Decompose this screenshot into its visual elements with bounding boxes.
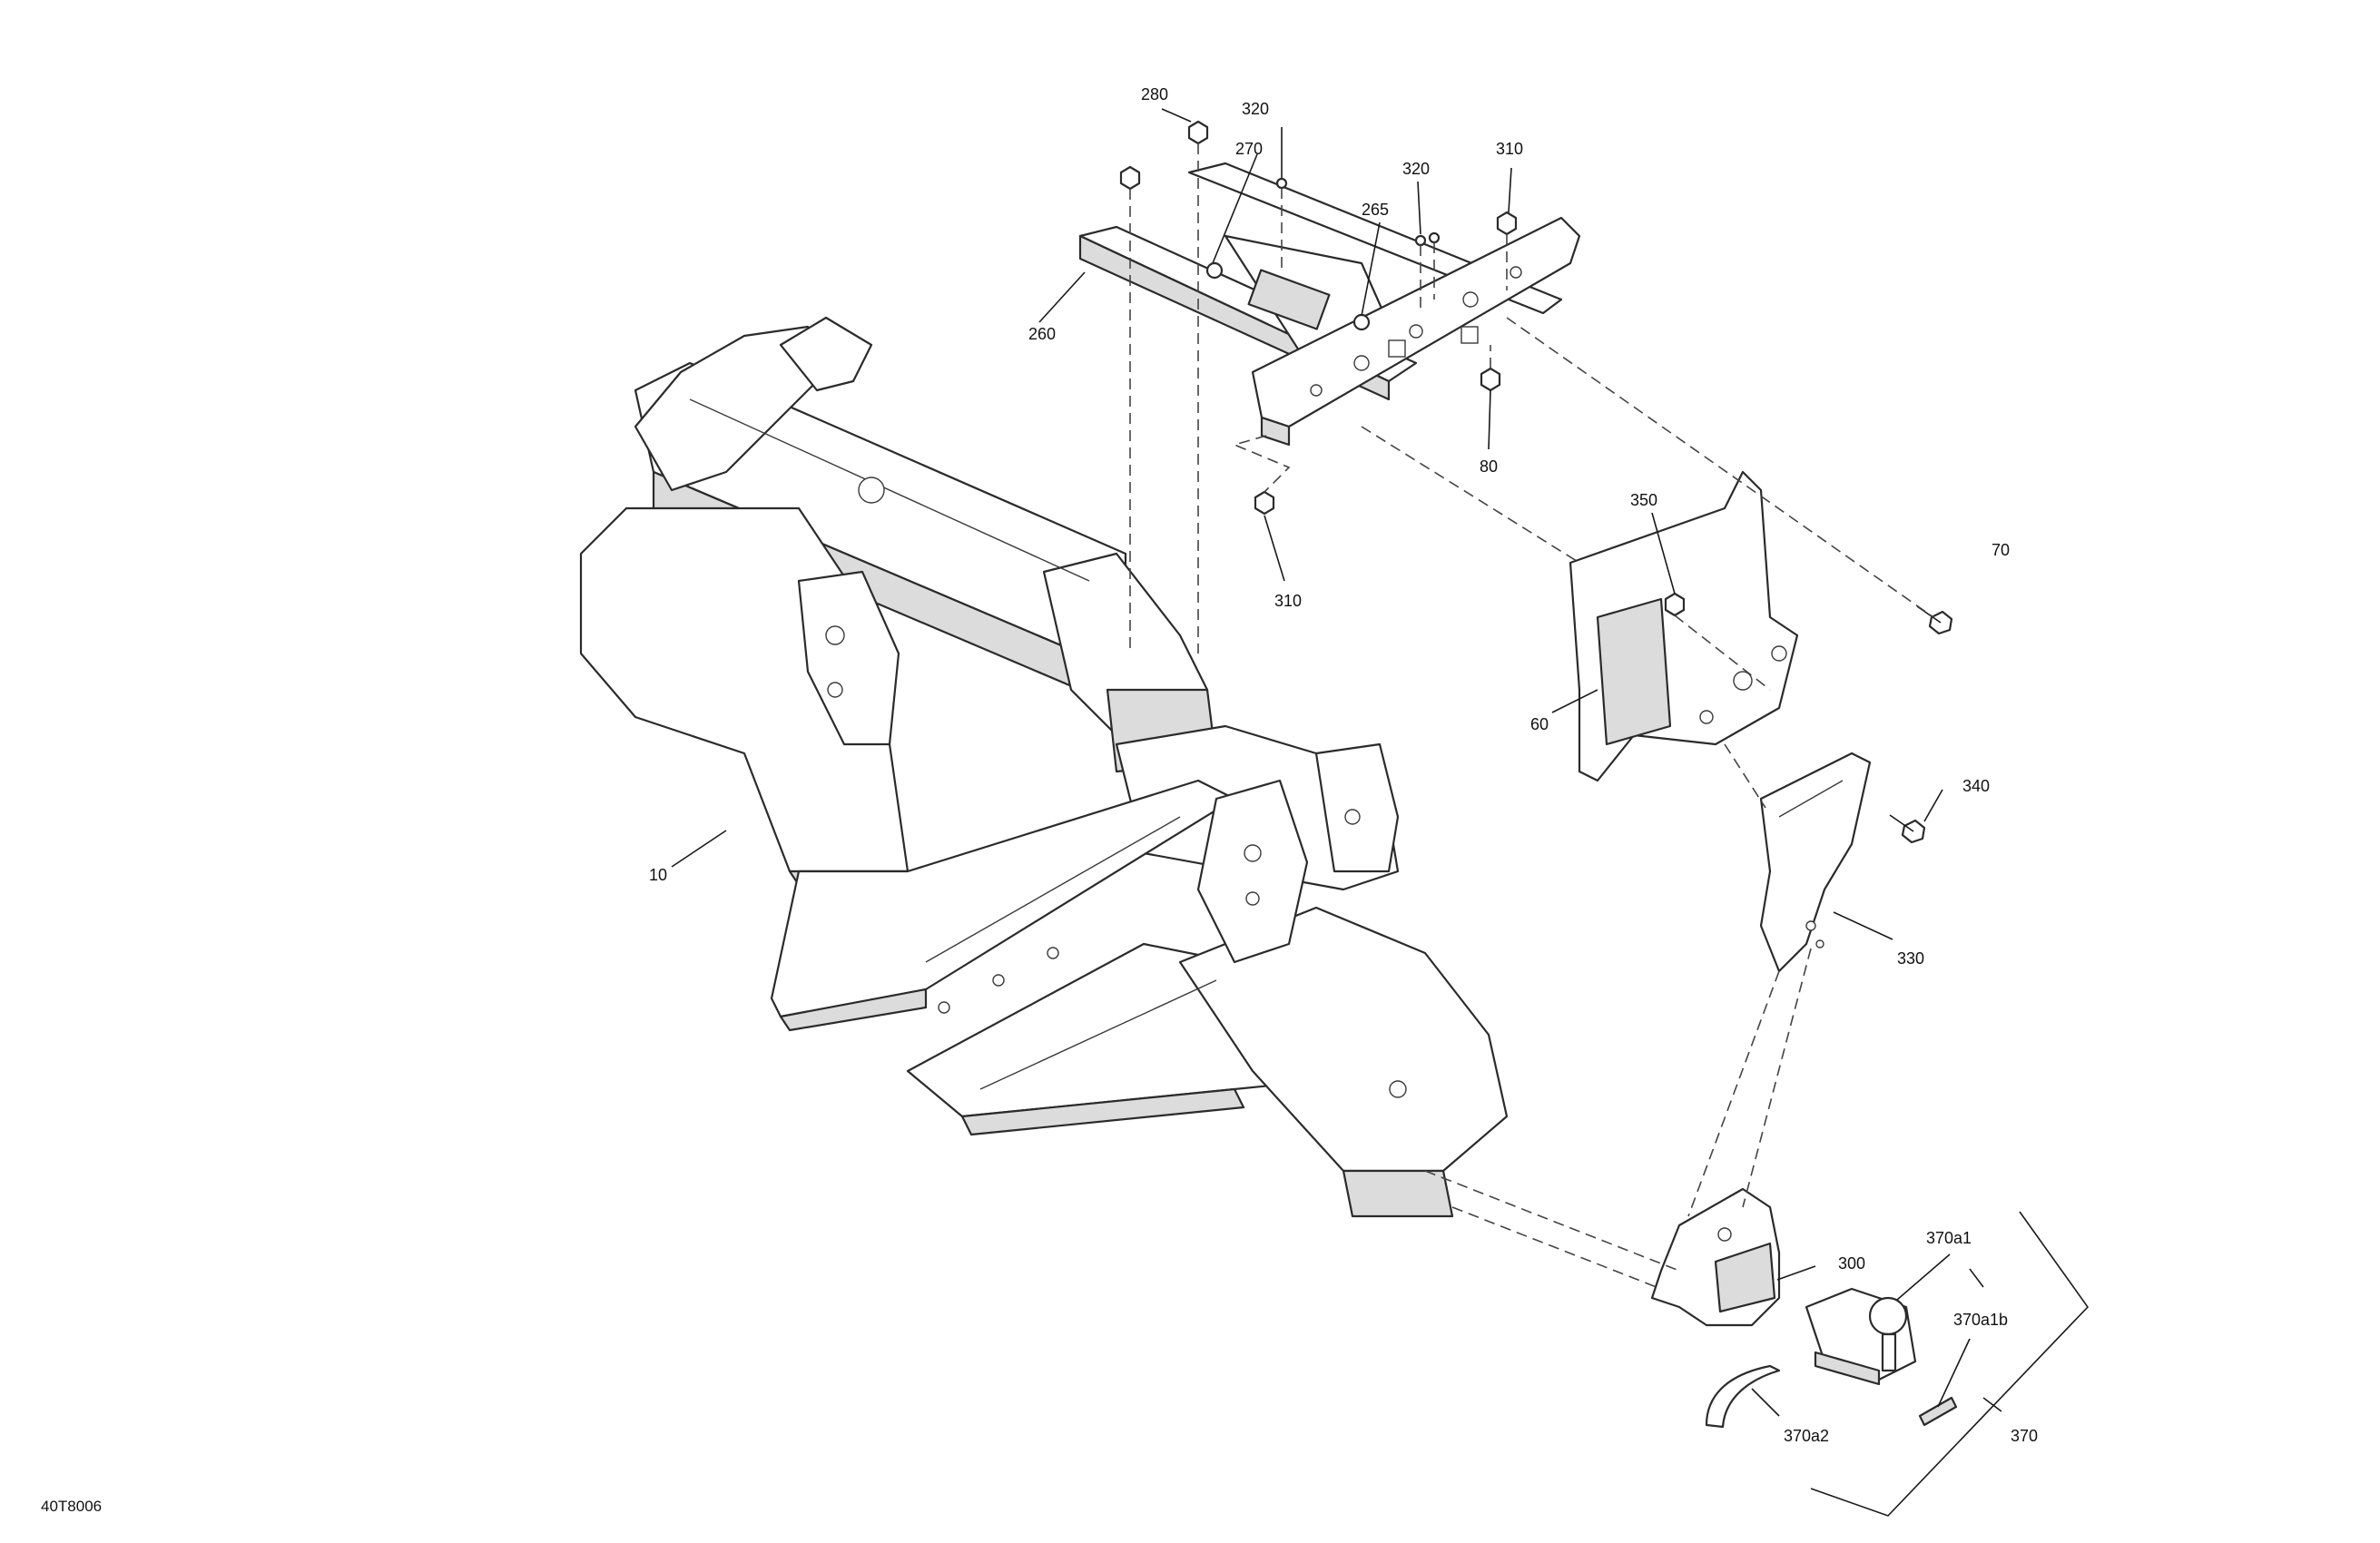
callout-370a2: 370a2 [1784,1427,1829,1445]
nut-350 [1664,592,1686,617]
nut-310b [1254,490,1275,516]
nut-320c [1428,231,1441,244]
nut-280a [1119,165,1141,191]
nut-320b [1414,234,1427,247]
callout-70: 70 [1992,541,2010,559]
ball-mount-part-370 [1805,1287,1917,1386]
callout-320b: 320 [1402,160,1430,178]
nut-320a [1275,177,1288,190]
callout-10: 10 [649,866,667,884]
bolt-270 [1205,261,1224,280]
callout-leaders [671,108,2090,1517]
callout-60: 60 [1530,715,1549,733]
bracket-part-60 [1569,470,1799,782]
callout-320a: 320 [1242,100,1269,118]
callout-310b: 310 [1274,592,1302,610]
plate-part-330 [1759,752,1872,973]
nut-80 [1480,367,1501,392]
callout-280: 280 [1141,85,1168,103]
bolt-340 [1889,814,1926,844]
drawing-reference-code: 40T8006 [41,1498,102,1515]
callout-330: 330 [1897,949,1924,968]
main-frame-part-10 [579,316,1509,1218]
callout-labels: 280 320 270 320 310 265 260 80 350 70 31… [41,85,2038,1515]
bolt-70 [1916,605,1953,635]
nut-310a [1496,211,1518,236]
callout-340: 340 [1962,777,1990,795]
assembly-dashed-lines [1129,143,1934,1290]
callout-310a: 310 [1496,140,1523,158]
hitch-pin-part-370a2 [1705,1364,1781,1429]
callout-350: 350 [1630,491,1657,509]
callout-80: 80 [1480,457,1498,476]
rear-subframe-assembly [1251,216,1581,447]
washer-265 [1352,313,1371,331]
callout-300: 300 [1838,1254,1865,1273]
callout-370: 370 [2011,1427,2038,1445]
decal-part-370a1b [1918,1396,1958,1427]
callout-370a1: 370a1 [1926,1229,1972,1247]
hitch-receiver-part-300 [1650,1187,1781,1327]
callout-270: 270 [1235,140,1263,158]
callout-370a1b: 370a1b [1953,1311,2008,1329]
nut-280b [1187,120,1209,145]
callout-265: 265 [1362,201,1389,219]
callout-260: 260 [1028,325,1056,343]
